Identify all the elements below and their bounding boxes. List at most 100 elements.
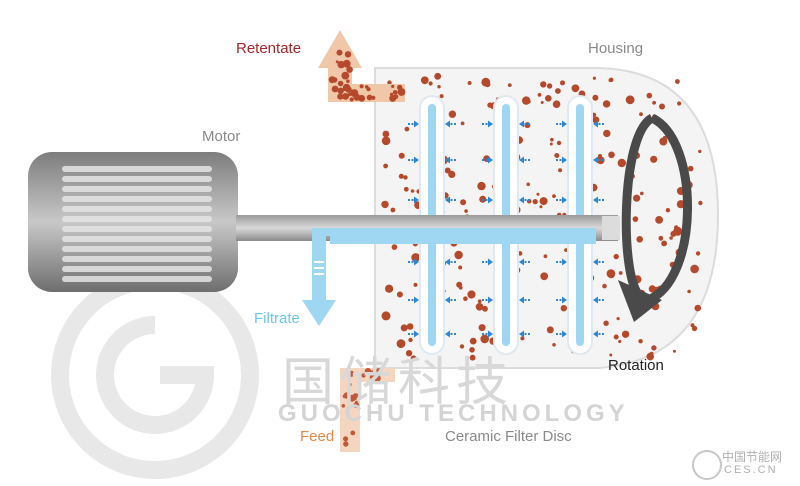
- motor-fin: [62, 236, 212, 242]
- particle: [389, 94, 397, 102]
- particle: [603, 320, 609, 326]
- particle: [652, 100, 656, 105]
- flow-arrow-head: [519, 330, 524, 338]
- particle: [617, 158, 626, 168]
- particle: [349, 97, 354, 102]
- particle: [661, 240, 667, 247]
- motor-fin: [62, 216, 212, 222]
- particle: [343, 436, 349, 442]
- filtrate-channel: [302, 228, 596, 326]
- particle: [464, 209, 468, 213]
- particle: [375, 368, 382, 375]
- particle: [369, 374, 376, 380]
- particle: [342, 83, 351, 92]
- flow-arrow-head: [488, 258, 493, 266]
- particle: [342, 93, 349, 100]
- particle: [353, 402, 360, 408]
- particle: [698, 200, 703, 206]
- flow-arrow-head: [488, 120, 493, 128]
- particle: [638, 339, 643, 344]
- particle: [392, 90, 398, 95]
- flow-arrow-head: [445, 330, 450, 338]
- particle: [404, 126, 410, 132]
- particle: [399, 91, 403, 94]
- particle: [690, 323, 695, 328]
- particle: [674, 225, 679, 230]
- particle: [646, 92, 653, 99]
- particle: [670, 230, 677, 237]
- flow-arrow-head: [519, 156, 524, 164]
- label-housing: Housing: [588, 40, 644, 57]
- particle: [677, 101, 682, 106]
- particle: [456, 281, 463, 288]
- particle: [694, 304, 702, 312]
- particle: [408, 325, 412, 329]
- motor-fin: [62, 276, 212, 282]
- particle: [545, 95, 552, 102]
- particle: [695, 251, 701, 256]
- label-motor: Motor: [202, 128, 241, 145]
- particle: [613, 253, 619, 260]
- particle: [698, 149, 702, 154]
- flow-arrow-head: [445, 296, 450, 304]
- particle: [335, 60, 339, 64]
- particle: [540, 272, 549, 281]
- flow-arrow-head: [562, 258, 567, 266]
- particle: [382, 130, 390, 138]
- particle: [391, 84, 395, 88]
- particle: [381, 136, 391, 146]
- particle: [608, 78, 613, 83]
- corner-watermark-sub: CES.CN: [724, 464, 778, 476]
- flow-arrow-head: [488, 296, 493, 304]
- particle: [385, 284, 394, 293]
- retentate-outlet: [318, 30, 406, 102]
- particle: [556, 140, 562, 146]
- particle: [381, 200, 389, 209]
- particle: [669, 236, 673, 240]
- particle: [396, 291, 403, 298]
- particle: [439, 94, 444, 99]
- particle: [546, 326, 554, 334]
- particle: [408, 337, 413, 343]
- particle: [539, 205, 543, 209]
- particle: [625, 95, 635, 105]
- flow-arrow-head: [519, 258, 524, 266]
- particle: [347, 92, 352, 97]
- motor-fin: [62, 186, 212, 192]
- particle: [454, 250, 463, 260]
- feed-inlet: [340, 368, 395, 452]
- particle: [398, 173, 404, 179]
- motor-fin: [62, 266, 212, 272]
- particle: [434, 72, 442, 80]
- particle: [467, 81, 472, 85]
- particle: [564, 248, 568, 253]
- particle: [460, 199, 467, 206]
- flow-arrow-head: [414, 296, 419, 304]
- particle: [536, 192, 540, 196]
- particle: [348, 382, 352, 387]
- particle: [618, 339, 622, 344]
- particle: [366, 94, 373, 101]
- particle: [342, 59, 351, 68]
- flow-arrow-head: [519, 196, 524, 204]
- particle: [522, 96, 531, 105]
- particle: [662, 137, 668, 143]
- particle: [344, 51, 352, 58]
- particle: [331, 85, 339, 93]
- flow-arrow-head: [562, 330, 567, 338]
- particle: [592, 94, 599, 101]
- particle: [532, 199, 538, 205]
- particle: [477, 299, 482, 304]
- particle: [341, 404, 346, 408]
- motor-fin: [62, 226, 212, 232]
- particle: [537, 93, 542, 97]
- particle: [602, 283, 607, 289]
- particle: [603, 129, 611, 138]
- particle: [364, 368, 372, 375]
- flow-arrow-head: [445, 196, 450, 204]
- particle: [633, 194, 641, 202]
- flow-arrow-head: [445, 120, 450, 128]
- motor-fin: [62, 166, 212, 172]
